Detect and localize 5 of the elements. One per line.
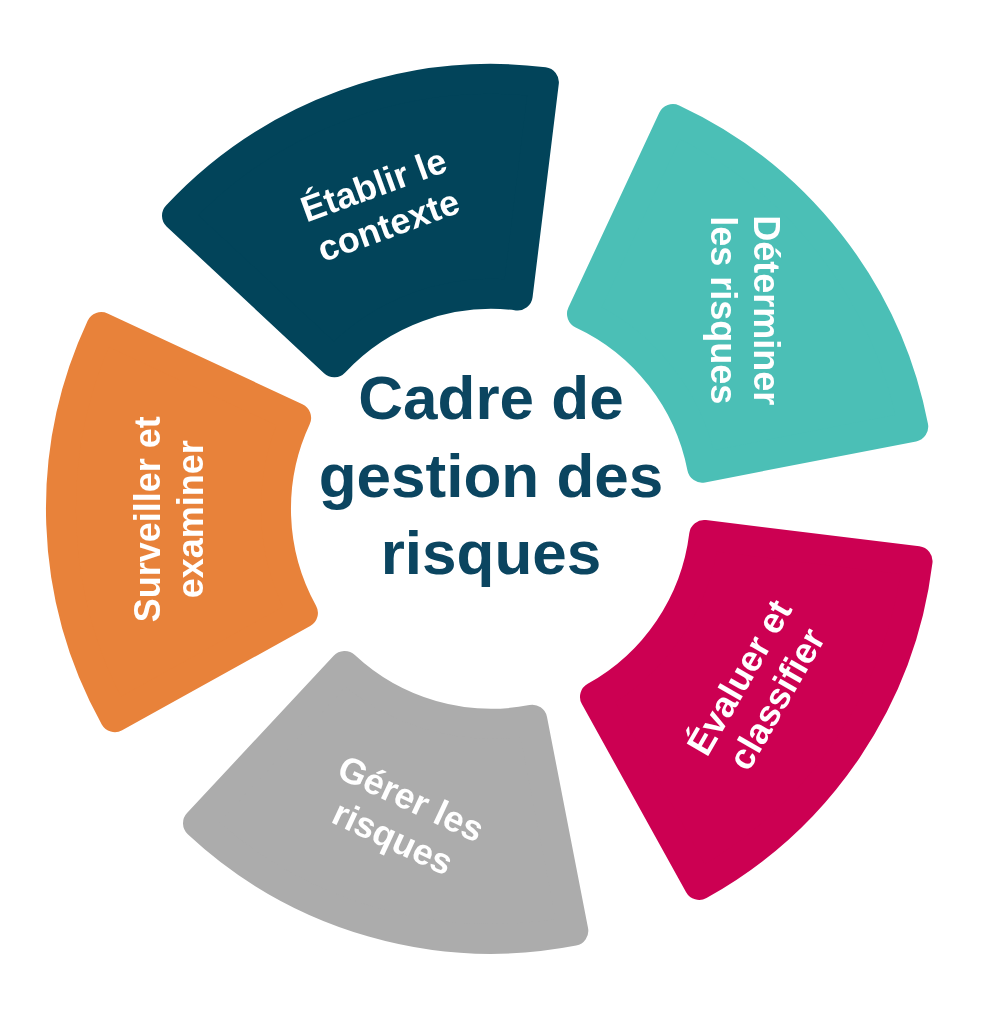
petal-segment (46, 312, 318, 733)
step-label: Surveiller et examiner (126, 415, 213, 625)
step-label: Déterminer les risques (701, 213, 788, 407)
title: Cadre de gestion des risques (317, 362, 665, 589)
petal-segment (182, 651, 589, 954)
